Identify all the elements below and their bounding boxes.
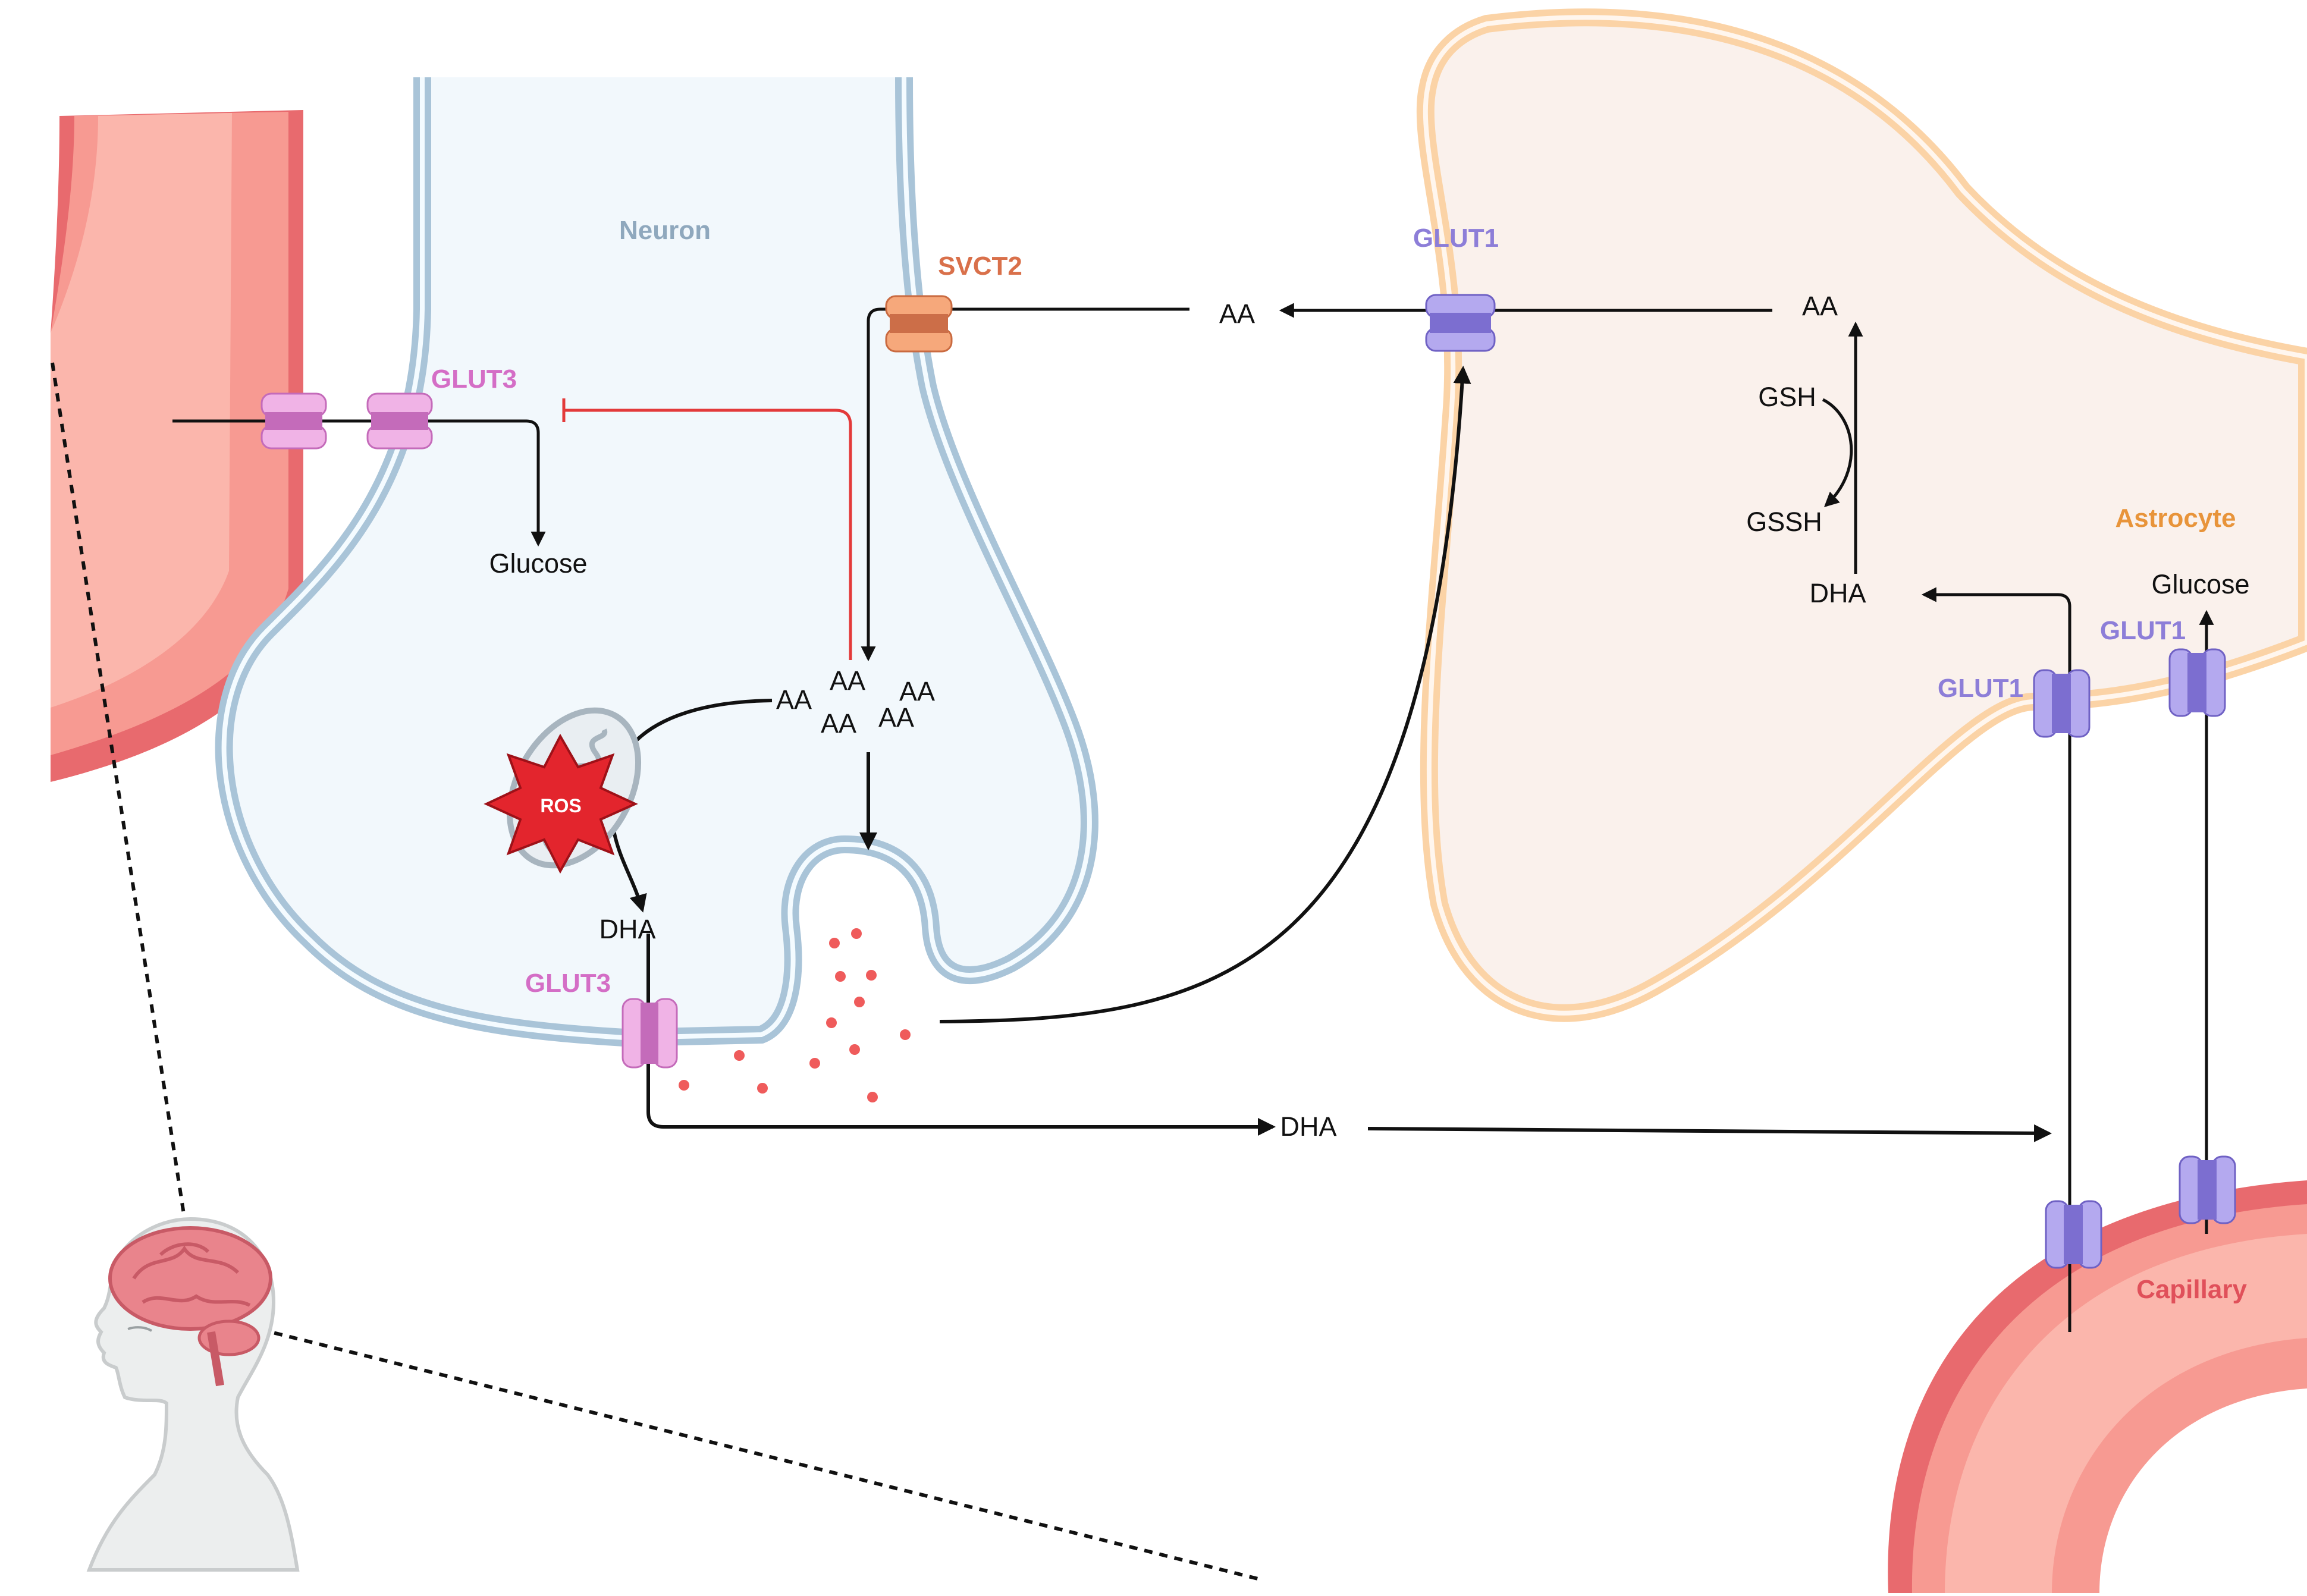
svct2-label: SVCT2 xyxy=(938,252,1022,281)
ros-burst-icon xyxy=(484,733,638,874)
zoom-line-upper xyxy=(51,362,201,1315)
glut1-label-top: GLUT1 xyxy=(1413,224,1499,253)
capillary-label: Capillary xyxy=(2136,1275,2247,1304)
aa-astrocyte-label: AA xyxy=(1802,291,1838,321)
glut1-transporter-astro-a xyxy=(2033,669,2091,738)
gssh-label: GSSH xyxy=(1746,507,1822,537)
zoom-line-lower xyxy=(199,1312,1258,1581)
glut3-transporter-bottom xyxy=(622,998,678,1069)
glut1-label-astro-a: GLUT1 xyxy=(1938,674,2023,703)
inhibition-line xyxy=(564,409,852,660)
glut1-label-astro-b: GLUT1 xyxy=(2100,616,2186,645)
glucose-astrocyte-label: Glucose xyxy=(2151,569,2249,599)
astrocyte-label: Astrocyte xyxy=(2115,504,2236,533)
glut3-label-top: GLUT3 xyxy=(431,365,517,394)
dha-neuron-label: DHA xyxy=(599,914,655,944)
aa-extracellular-label: AA xyxy=(1219,299,1255,329)
glut1-transporter-top xyxy=(1425,294,1496,352)
svct2-transporter xyxy=(885,295,953,353)
glut1-transporter-astro-b xyxy=(2168,648,2226,717)
glut3-transporter-left-2 xyxy=(366,392,433,450)
glut1-transporter-capillary-a xyxy=(2045,1200,2102,1269)
ros-label: ROS xyxy=(540,795,581,816)
left-blood-vessel xyxy=(51,110,303,782)
dha-extracellular-label: DHA xyxy=(1280,1111,1336,1142)
aa-neuron-label-4: AA xyxy=(821,708,856,739)
ascorbate-release-dots xyxy=(679,928,911,1102)
capillary xyxy=(1888,1180,2307,1593)
dha-astrocyte-label: DHA xyxy=(1809,578,1866,608)
pathway-arrows xyxy=(172,303,2214,1332)
glucose-neuron-label: Glucose xyxy=(489,548,587,579)
aa-neuron-label-2: AA xyxy=(830,665,865,696)
glut1-transporter-capillary-b xyxy=(2179,1155,2236,1224)
aa-neuron-label-1: AA xyxy=(776,684,812,715)
glut3-transporter-left-1 xyxy=(260,392,327,450)
neuron-label: Neuron xyxy=(619,216,711,245)
gsh-label: GSH xyxy=(1758,382,1816,412)
neuron-cell xyxy=(215,77,1098,1047)
glut3-label-bottom: GLUT3 xyxy=(525,969,611,998)
aa-neuron-label-3: AA xyxy=(899,676,935,706)
human-head-brain-icon xyxy=(86,1217,300,1572)
aa-neuron-label-5: AA xyxy=(878,702,914,733)
